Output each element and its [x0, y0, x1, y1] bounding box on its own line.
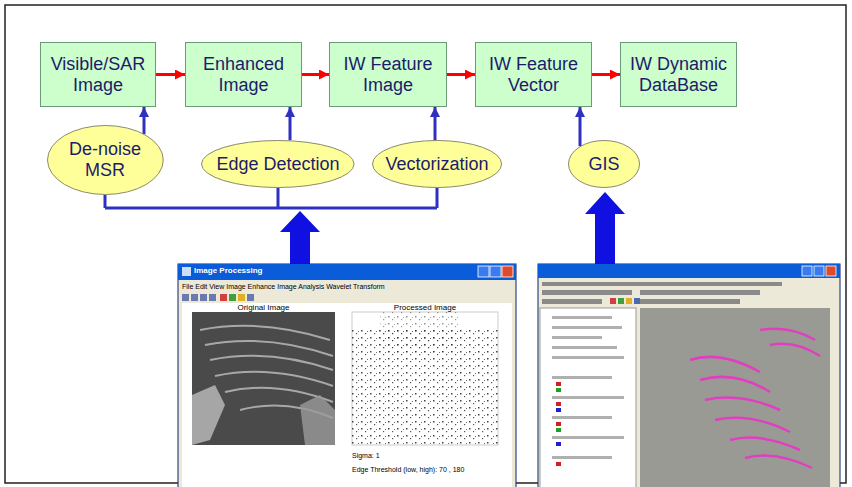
- process-box: Enhanced Image: [185, 42, 302, 107]
- node-text: Enhanced Image: [190, 54, 297, 96]
- operation-ellipse: De-noise MSR: [47, 125, 164, 195]
- flow-arrow: [592, 73, 620, 76]
- operation-ellipse: Vectorization: [372, 140, 502, 188]
- flow-arrow: [447, 73, 475, 76]
- node-text: IW Feature Vector: [480, 54, 587, 96]
- process-box: IW Feature Vector: [475, 42, 592, 107]
- process-box: IW Feature Image: [329, 42, 447, 107]
- node-text: IW Feature Image: [334, 54, 442, 96]
- node-text: De-noise MSR: [65, 139, 145, 181]
- screenshot-label: Sigma: 1: [352, 452, 502, 460]
- screenshot-label: Processed Image: [352, 304, 498, 313]
- flow-arrow: [302, 73, 329, 76]
- gis-screenshot: [538, 264, 840, 487]
- screenshot-label: Image Processing: [194, 267, 394, 276]
- operation-ellipse: Edge Detection: [201, 140, 355, 188]
- process-arrow: [434, 107, 437, 140]
- operation-ellipse: GIS: [568, 140, 640, 188]
- screenshot-label: File Edit View Image Enhance Image Analy…: [182, 283, 482, 291]
- block-arrow: [585, 192, 625, 266]
- block-arrow: [280, 211, 320, 266]
- node-text: Edge Detection: [216, 154, 339, 175]
- process-arrow: [143, 107, 146, 134]
- node-text: Vectorization: [385, 154, 488, 175]
- node-text: GIS: [588, 154, 619, 175]
- process-arrow: [579, 107, 582, 146]
- screenshot-label: Original Image: [192, 304, 335, 313]
- node-text: IW Dynamic DataBase: [625, 54, 732, 96]
- process-box: IW Dynamic DataBase: [620, 42, 737, 107]
- collector-line: [105, 188, 437, 208]
- node-text: Visible/SAR Image: [45, 54, 151, 96]
- process-arrow: [289, 107, 292, 140]
- process-box: Visible/SAR Image: [40, 42, 156, 107]
- flow-arrow: [156, 73, 185, 76]
- image-processing-screenshot: [178, 264, 516, 487]
- screenshot-label: Edge Threshold (low, high): 70 , 180: [352, 466, 512, 474]
